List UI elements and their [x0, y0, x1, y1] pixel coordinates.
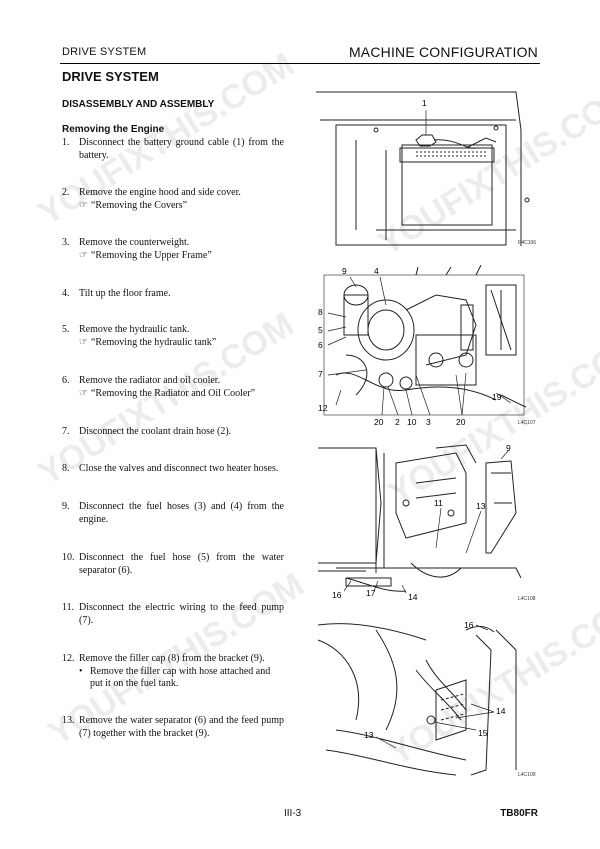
- figure-hoses: 16 14 15 13 L4C109: [316, 620, 538, 780]
- page-number: III-3: [284, 808, 302, 819]
- step-reference: ☞“Removing the Radiator and Oil Cooler”: [79, 388, 284, 401]
- step-text: Disconnect the fuel hoses (3) and (4) fr…: [79, 501, 284, 525]
- callout-1: 1: [422, 98, 427, 108]
- step-item: 10. Disconnect the fuel hose (5) from th…: [62, 552, 284, 577]
- step-reference: ☞“Removing the Upper Frame”: [79, 250, 284, 263]
- callout-11: 11: [434, 498, 443, 508]
- figure-code: L4C108: [518, 596, 536, 602]
- figure-engine-fuel: 9 4 8 5 6 7 12 20 2 10 3 20 19 L4C107: [316, 265, 538, 430]
- step-reference: ☞“Removing the hydraulic tank”: [79, 337, 284, 350]
- step-text: Disconnect the coolant drain hose (2).: [79, 426, 232, 437]
- step-item: 5. Remove the hydraulic tank. ☞“Removing…: [62, 324, 284, 349]
- reference-text: “Removing the hydraulic tank”: [90, 336, 217, 348]
- callout-16: 16: [332, 590, 342, 600]
- step-text: Close the valves and disconnect two heat…: [79, 463, 279, 474]
- reference-text: “Removing the Upper Frame”: [90, 249, 212, 261]
- callout-4: 4: [374, 266, 379, 276]
- callout-8: 8: [318, 307, 323, 317]
- step-item: 11. Disconnect the electric wiring to th…: [62, 602, 284, 627]
- step-item: 8. Close the valves and disconnect two h…: [62, 463, 284, 476]
- pointing-hand-icon: ☞: [79, 199, 88, 211]
- section-heading: Removing the Engine: [62, 124, 165, 135]
- step-item: 1. Disconnect the battery ground cable (…: [62, 137, 284, 162]
- step-item: 2. Remove the engine hood and side cover…: [62, 187, 284, 212]
- step-text: Remove the water separator (6) and the f…: [79, 715, 284, 739]
- figure-hoses-drawing: 16 14 15 13: [317, 620, 517, 776]
- running-header-chapter: MACHINE CONFIGURATION: [348, 44, 538, 60]
- model-name: TB80FR: [500, 808, 538, 819]
- step-number: 9.: [62, 501, 70, 512]
- callout-7: 7: [318, 369, 323, 379]
- step-number: 2.: [62, 187, 70, 198]
- running-header-section: DRIVE SYSTEM: [62, 46, 147, 58]
- step-text: Remove the filler cap (8) from the brack…: [79, 653, 265, 664]
- page-title: DRIVE SYSTEM: [62, 69, 159, 84]
- step-item: 3. Remove the counterweight. ☞“Removing …: [62, 237, 284, 262]
- step-number: 12.: [62, 653, 75, 664]
- callout-3: 3: [426, 417, 431, 427]
- reference-text: “Removing the Radiator and Oil Cooler”: [90, 387, 256, 399]
- header-rule: [60, 63, 540, 64]
- step-text: Remove the counterweight.: [79, 237, 190, 248]
- callout-15: 15: [478, 728, 488, 738]
- pointing-hand-icon: ☞: [79, 336, 88, 348]
- figure-code: P4C106: [518, 240, 537, 246]
- callout-13: 13: [364, 730, 374, 740]
- pointing-hand-icon: ☞: [79, 387, 88, 399]
- step-number: 5.: [62, 324, 70, 335]
- callout-2: 2: [395, 417, 400, 427]
- callout-10: 10: [407, 417, 417, 427]
- step-number: 4.: [62, 288, 70, 299]
- step-number: 11.: [62, 602, 75, 613]
- step-text: Remove the engine hood and side cover.: [79, 187, 241, 198]
- step-number: 1.: [62, 137, 70, 148]
- step-number: 10.: [62, 552, 75, 563]
- step-text: Tilt up the floor frame.: [79, 288, 171, 299]
- step-number: 3.: [62, 237, 70, 248]
- step-item: 6. Remove the radiator and oil cooler. ☞…: [62, 375, 284, 400]
- figure-code: L4C109: [518, 772, 536, 778]
- callout-14: 14: [408, 592, 418, 602]
- callout-9: 9: [506, 443, 511, 453]
- pointing-hand-icon: ☞: [79, 249, 88, 261]
- step-text: Remove the hydraulic tank.: [79, 324, 190, 335]
- step-item: 13. Remove the water separator (6) and t…: [62, 715, 284, 740]
- step-text: Disconnect the electric wiring to the fe…: [79, 602, 284, 626]
- step-item: 7. Disconnect the coolant drain hose (2)…: [62, 426, 284, 439]
- figure-battery-drawing: 1: [316, 91, 530, 246]
- figure-bracket: 9 11 13 16 17 14 L4C108: [316, 443, 538, 606]
- callout-16: 16: [464, 620, 474, 630]
- callout-5: 5: [318, 325, 323, 335]
- callout-20: 20: [374, 417, 384, 427]
- figure-battery: 1 P4C106: [316, 90, 538, 250]
- callout-17: 17: [366, 588, 376, 598]
- page-subtitle: DISASSEMBLY AND ASSEMBLY: [62, 99, 215, 110]
- reference-text: “Removing the Covers”: [90, 199, 188, 211]
- callout-6: 6: [318, 340, 323, 350]
- step-item: 9. Disconnect the fuel hoses (3) and (4)…: [62, 501, 284, 526]
- step-item: 4. Tilt up the floor frame.: [62, 288, 284, 301]
- step-item: 12. Remove the filler cap (8) from the b…: [62, 653, 284, 691]
- figure-engine-fuel-drawing: 9 4 8 5 6 7 12 20 2 10 3 20 19: [318, 265, 527, 427]
- callout-12: 12: [318, 403, 328, 413]
- figure-code: L4C107: [518, 420, 536, 426]
- step-bullet: Remove the filler cap with hose attached…: [79, 666, 284, 691]
- step-number: 13.: [62, 715, 75, 726]
- callout-13: 13: [476, 501, 486, 511]
- step-text: Disconnect the battery ground cable (1) …: [79, 137, 284, 161]
- step-number: 6.: [62, 375, 70, 386]
- step-number: 8.: [62, 463, 70, 474]
- callout-19: 19: [492, 392, 502, 402]
- step-text: Disconnect the fuel hose (5) from the wa…: [79, 552, 284, 576]
- callout-9: 9: [342, 266, 347, 276]
- figure-bracket-drawing: 9 11 13 16 17 14: [318, 443, 522, 602]
- callout-20: 20: [456, 417, 466, 427]
- step-text: Remove the radiator and oil cooler.: [79, 375, 221, 386]
- step-reference: ☞“Removing the Covers”: [79, 200, 284, 213]
- step-number: 7.: [62, 426, 70, 437]
- callout-14: 14: [496, 706, 506, 716]
